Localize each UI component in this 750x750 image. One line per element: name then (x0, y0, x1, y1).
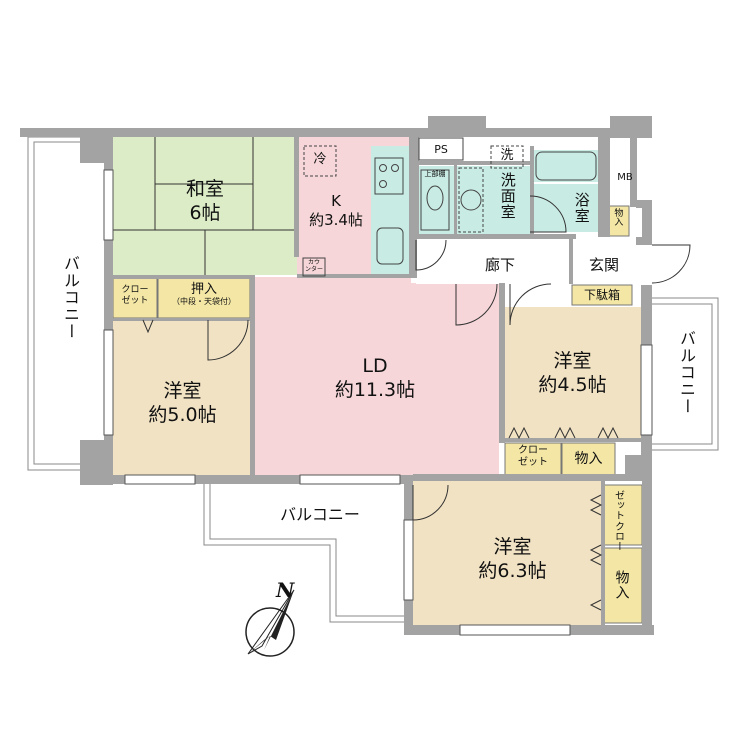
counter-line2: ンター (304, 265, 323, 273)
youshitsu-left-size: 約5.0帖 (148, 403, 217, 426)
washitsu-size: 6帖 (189, 201, 221, 224)
monoire-bottom-fill (603, 547, 643, 624)
kitchen-size: 約3.4帖 (309, 210, 363, 229)
shoe-box-fill (571, 284, 633, 306)
closet-bottom-line2: ゼット (612, 490, 624, 520)
ps-label: PS (434, 143, 448, 156)
washitsu-name: 和室 (185, 178, 224, 200)
washer-area-fill (456, 166, 530, 234)
balcony-left-label: バルコニー (61, 255, 80, 340)
windows (103, 169, 653, 636)
bathroom-label: 浴室 (572, 192, 591, 224)
fridge-label: 冷 (313, 152, 327, 167)
closet-bottom-line1: クロー (612, 521, 624, 551)
counter-line1: カウ (307, 259, 320, 266)
ld-size: 約11.3帖 (334, 378, 416, 401)
balcony-right (652, 297, 719, 451)
upper-shelf-label: 上部棚 (424, 170, 446, 178)
closet-left-line1: クロー (121, 285, 149, 295)
washroom-label: 洗面室 (498, 172, 517, 220)
closet-right-line2: ゼット (518, 457, 548, 468)
balcony-bottom (203, 484, 404, 623)
youshitsu-left-fill (113, 320, 253, 475)
youshitsu-left-name: 洋室 (163, 380, 202, 402)
youshitsu-bottom-label: 洋室 約6.3帖 (450, 536, 575, 584)
door-swings (207, 195, 691, 521)
sanitary-fixtures (418, 137, 597, 233)
balcony-bottom-label: バルコニー (280, 505, 360, 524)
mb-label: MB (617, 172, 633, 183)
oshiire-note: （中段・天袋付） (172, 297, 236, 307)
youshitsu-bottom-name: 洋室 (493, 536, 532, 558)
entrance-fill (571, 240, 636, 284)
compass-icon (245, 589, 295, 657)
oshiire-name: 押入 (190, 282, 217, 297)
youshitsu-right-size: 約4.5帖 (538, 373, 607, 396)
youshitsu-left-label: 洋室 約5.0帖 (120, 380, 245, 428)
youshitsu-bottom-size: 約6.3帖 (478, 559, 547, 582)
closet-doors (142, 319, 619, 611)
shoe-box-label: 下駄箱 (583, 288, 620, 302)
ld-name: LD (362, 355, 388, 377)
closet-left-label: クロー ゼット (113, 285, 157, 307)
bathtub-fill (534, 150, 598, 182)
washitsu-label: 和室 6帖 (155, 178, 255, 226)
kitchen-label: K 約3.4帖 (297, 192, 375, 230)
kitchen-name: K (331, 192, 341, 210)
youshitsu-right-label: 洋室 約4.5帖 (510, 350, 635, 398)
oshiire-fill (157, 277, 251, 319)
monoire-bottom-label: 物入 (613, 570, 630, 600)
bath-floor-fill (534, 184, 598, 232)
oshiire-label: 押入 （中段・天袋付） (158, 282, 250, 307)
washer-label: 洗 (500, 148, 514, 163)
entrance-label: 玄関 (588, 256, 619, 274)
youshitsu-right-name: 洋室 (553, 350, 592, 372)
youshitsu-right-fill (505, 307, 641, 440)
closet-right-fill (504, 442, 562, 477)
tatami-lines (113, 137, 297, 275)
closet-bottom-fill (603, 484, 643, 546)
compass-north-label: N (276, 578, 295, 602)
closet-right-line1: クロー (518, 445, 548, 456)
youshitsu-bottom-fill (413, 480, 601, 625)
kitchen-fixtures (302, 145, 404, 277)
washroom-counter-fill (418, 166, 454, 234)
monoire-right-fill (561, 442, 616, 477)
monoire-right-label: 物入 (574, 451, 603, 467)
ld-fill (253, 277, 499, 475)
hallway-label: 廊下 (484, 256, 515, 274)
hallway-fill (416, 240, 571, 284)
balcony-right-label: バルコニー (677, 330, 696, 415)
ld-label: LD 約11.3帖 (310, 355, 440, 403)
monoire-entrance-label: 物入 (612, 208, 623, 226)
counter-label: カウ ンター (303, 259, 325, 273)
closet-left-line2: ゼット (121, 295, 149, 306)
closet-bottom-label: クロー ゼット (612, 490, 624, 551)
closet-right-label: クロー ゼット (505, 445, 561, 469)
